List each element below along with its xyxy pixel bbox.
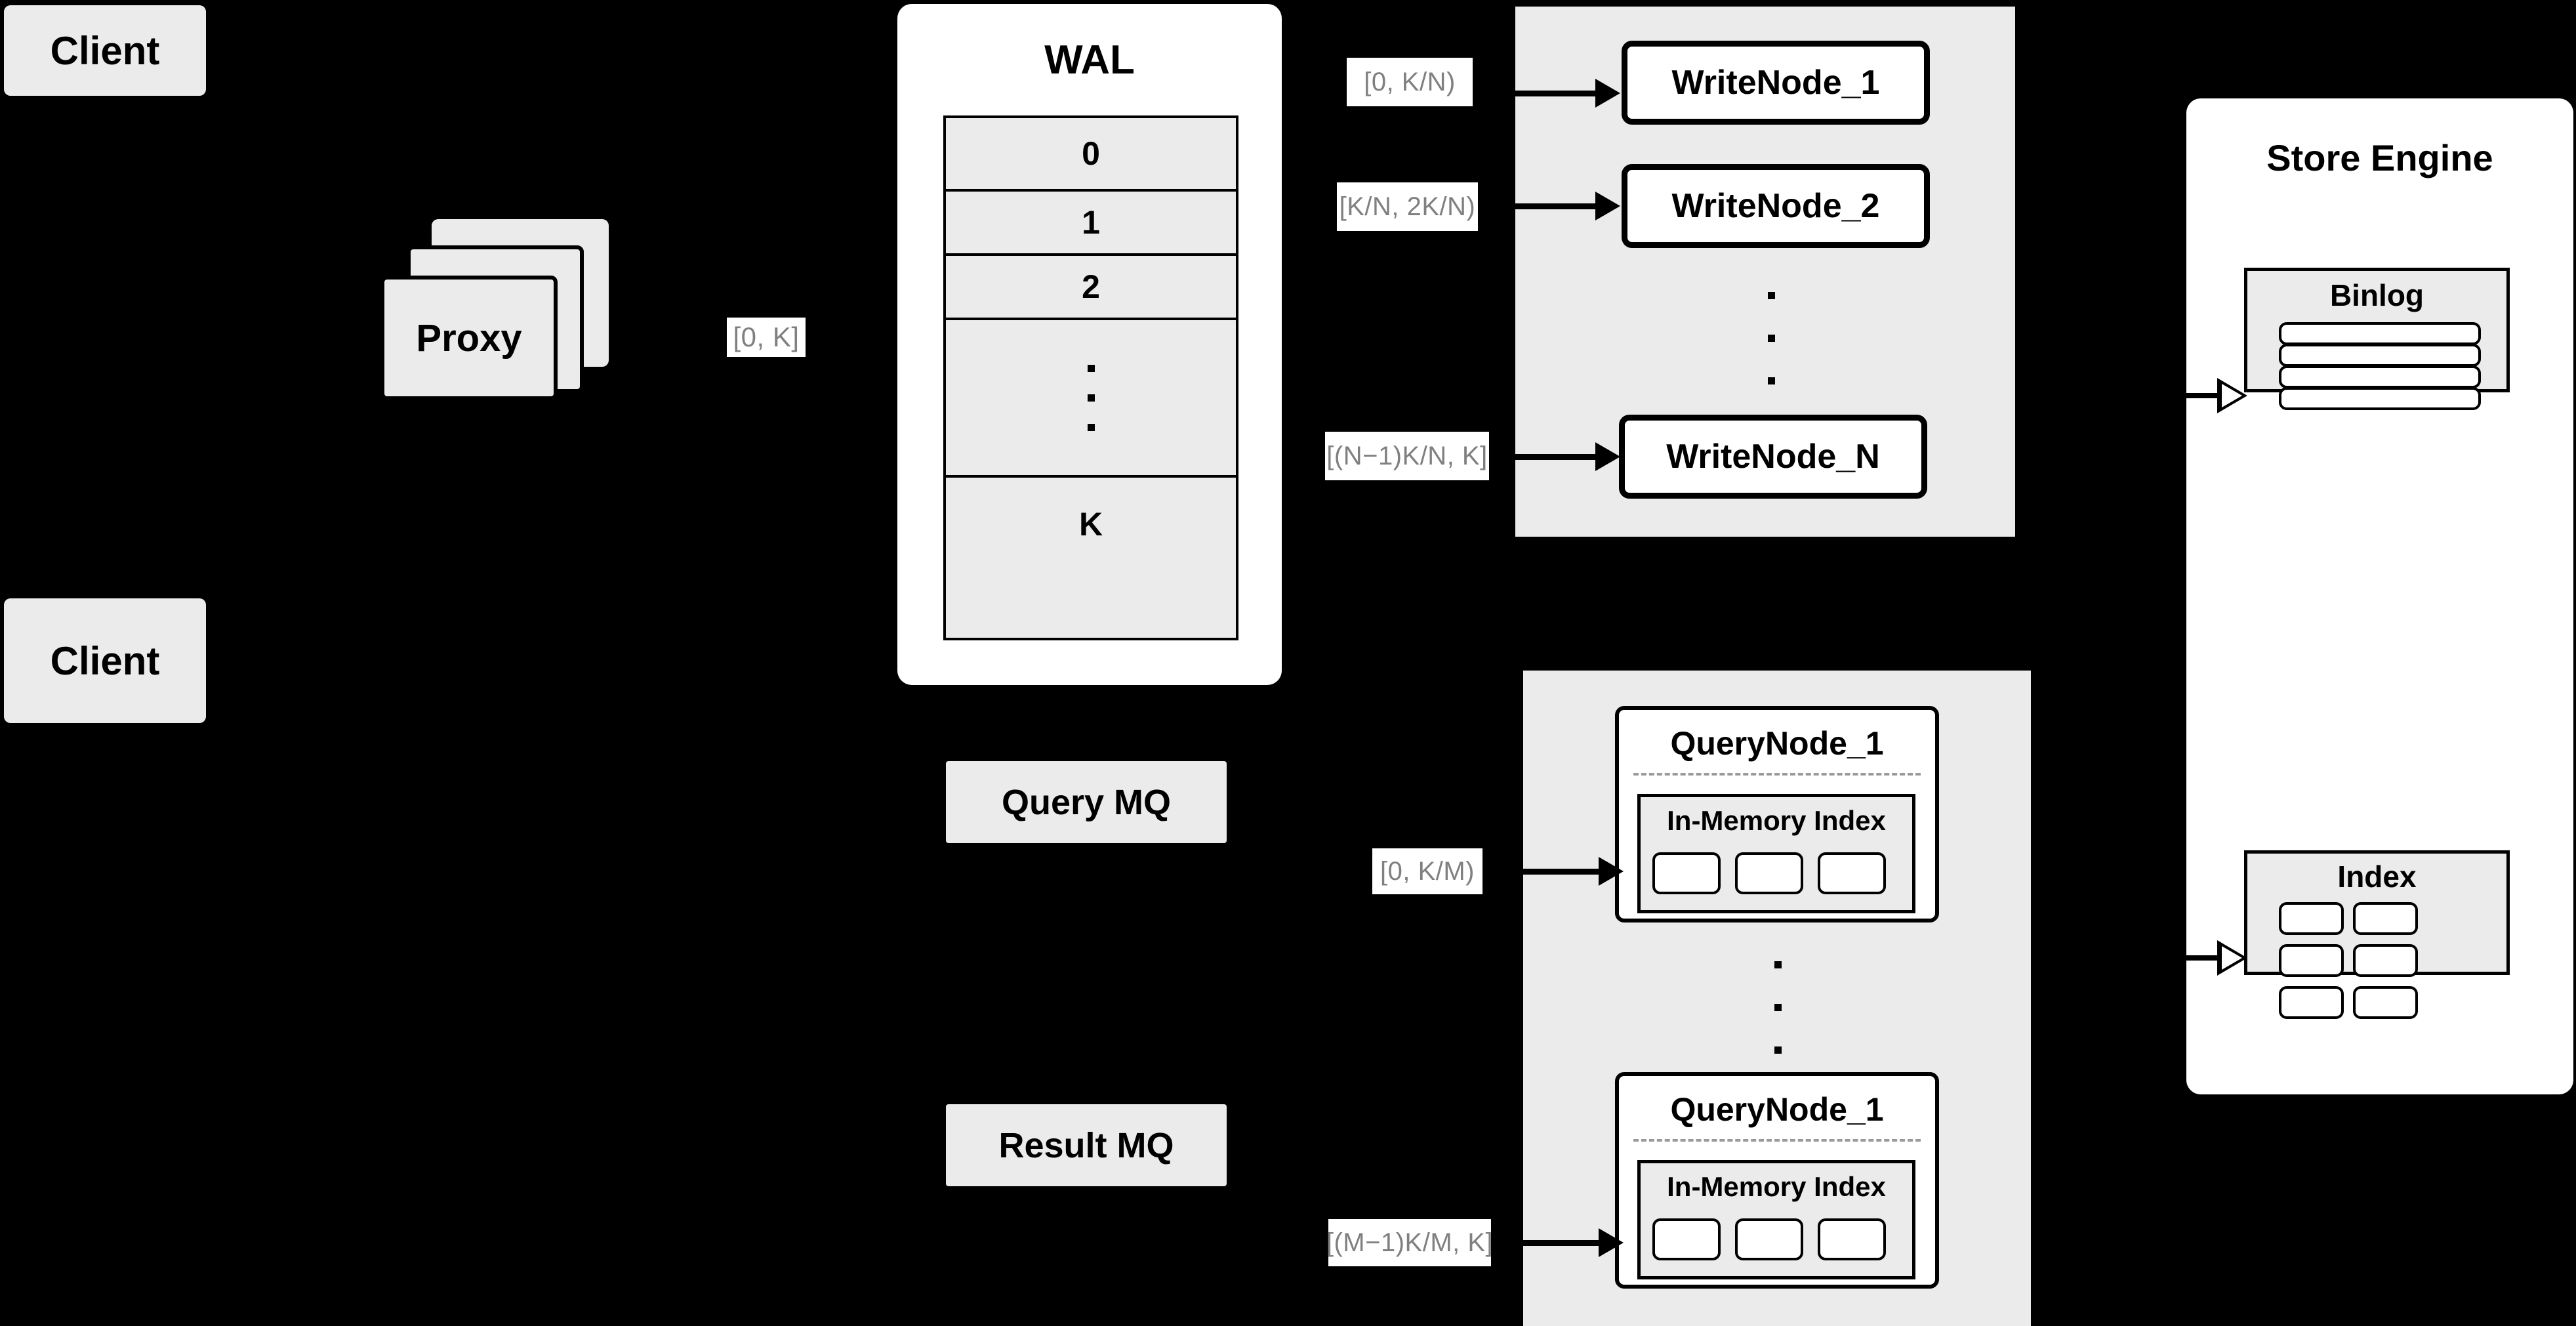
- write-node-2[interactable]: WriteNode_2: [1622, 164, 1930, 248]
- arrow-to-write-node-2: [1509, 192, 1624, 220]
- index-slot[interactable]: [1652, 1218, 1721, 1260]
- binlog-title: Binlog: [2329, 278, 2424, 312]
- query-node-title: QueryNode_1: [1670, 725, 1884, 762]
- index-cell[interactable]: [2279, 986, 2344, 1019]
- index-title: Index: [2337, 860, 2417, 894]
- binlog-row[interactable]: [2279, 365, 2481, 388]
- in-memory-index-title: In-Memory Index: [1667, 805, 1886, 836]
- range-text: [0, K/N): [1364, 67, 1456, 96]
- in-memory-index-title: In-Memory Index: [1667, 1171, 1886, 1202]
- write-node-label: WriteNode_1: [1671, 64, 1880, 102]
- index-slot[interactable]: [1652, 852, 1721, 894]
- wal-panel: WAL 0 1 2 K: [897, 4, 1282, 685]
- query-cluster-ellipsis-icon: [1771, 945, 1784, 1069]
- write-range-text: [0, K]: [733, 321, 800, 352]
- arrow-to-query-node-1: [1512, 857, 1627, 886]
- wal-title: WAL: [1044, 37, 1135, 83]
- wal-row-label: 2: [1082, 268, 1100, 305]
- range-text: [0, K/M): [1380, 856, 1475, 886]
- index-cell[interactable]: [2279, 902, 2344, 935]
- query-mq-box[interactable]: Query MQ: [946, 761, 1227, 843]
- arrow-to-query-node-2: [1512, 1228, 1627, 1257]
- client-box-2[interactable]: Client: [4, 598, 206, 723]
- query-node-2[interactable]: QueryNode_1 In-Memory Index: [1615, 1072, 1939, 1289]
- binlog-row[interactable]: [2279, 322, 2481, 345]
- index-cell[interactable]: [2279, 944, 2344, 977]
- query-node-divider: [1633, 1139, 1921, 1142]
- query-node-2-range: [(M−1)K/M, K]: [1326, 1219, 1494, 1266]
- write-node-2-range: [K/N, 2K/N): [1337, 182, 1478, 231]
- query-node-1-range: [0, K/M): [1372, 848, 1482, 894]
- index-slot[interactable]: [1818, 1218, 1886, 1260]
- write-node-label: WriteNode_N: [1666, 438, 1880, 476]
- proxy-connector-stub: [642, 338, 669, 343]
- query-node-divider: [1633, 773, 1921, 776]
- arrow-to-binlog: [2184, 377, 2270, 414]
- write-cluster-ellipsis-icon: [1765, 276, 1778, 400]
- store-engine-panel: Store Engine Binlog Index: [2186, 98, 2573, 1094]
- wal-row-0[interactable]: 0: [946, 118, 1236, 192]
- proxy-label: Proxy: [416, 316, 522, 360]
- wal-row-ellipsis: [946, 320, 1236, 478]
- proxy-stack[interactable]: Proxy: [380, 217, 669, 426]
- range-text: [(M−1)K/M, K]: [1326, 1228, 1494, 1257]
- in-memory-index-panel-2: In-Memory Index: [1637, 1160, 1915, 1279]
- client-box-1[interactable]: Client: [4, 5, 206, 96]
- index-cell[interactable]: [2353, 986, 2418, 1019]
- result-mq-label: Result MQ: [998, 1125, 1174, 1165]
- result-mq-box[interactable]: Result MQ: [946, 1104, 1227, 1186]
- range-text: [(N−1)K/N, K]: [1326, 441, 1488, 470]
- binlog-panel: Binlog: [2244, 268, 2510, 410]
- write-node-n-range: [(N−1)K/N, K]: [1325, 432, 1489, 480]
- write-range-label: [0, K]: [727, 318, 806, 357]
- arrow-to-write-node-n: [1509, 442, 1624, 471]
- wal-row-label: 0: [1082, 135, 1100, 172]
- query-mq-label: Query MQ: [1001, 782, 1172, 822]
- wal-row-label: K: [1078, 506, 1103, 543]
- proxy-card-front[interactable]: Proxy: [380, 276, 558, 400]
- index-cell[interactable]: [2353, 944, 2418, 977]
- query-node-title: QueryNode_1: [1670, 1091, 1884, 1128]
- vertical-ellipsis-icon: [1087, 364, 1095, 431]
- wal-row-k[interactable]: K: [946, 478, 1236, 571]
- arrow-to-index: [2184, 940, 2270, 976]
- query-node-1[interactable]: QueryNode_1 In-Memory Index: [1615, 706, 1939, 922]
- wal-row-label: 1: [1082, 204, 1100, 241]
- client-label: Client: [50, 638, 160, 683]
- write-node-label: WriteNode_2: [1671, 187, 1880, 225]
- binlog-row[interactable]: [2279, 387, 2481, 410]
- index-slot[interactable]: [1735, 852, 1803, 894]
- wal-row-1[interactable]: 1: [946, 192, 1236, 256]
- wal-row-2[interactable]: 2: [946, 256, 1236, 320]
- index-slot[interactable]: [1818, 852, 1886, 894]
- write-node-1[interactable]: WriteNode_1: [1622, 41, 1930, 125]
- store-engine-title: Store Engine: [2266, 137, 2493, 178]
- wal-table: 0 1 2 K: [943, 115, 1238, 640]
- index-cell[interactable]: [2353, 902, 2418, 935]
- binlog-row[interactable]: [2279, 344, 2481, 367]
- index-panel: Index: [2244, 850, 2510, 1019]
- index-slot[interactable]: [1735, 1218, 1803, 1260]
- range-text: [K/N, 2K/N): [1339, 192, 1476, 221]
- arrow-to-write-node-1: [1509, 79, 1624, 108]
- client-label: Client: [50, 28, 160, 73]
- write-node-n[interactable]: WriteNode_N: [1619, 415, 1927, 499]
- in-memory-index-panel-1: In-Memory Index: [1637, 794, 1915, 913]
- write-node-1-range: [0, K/N): [1347, 58, 1473, 106]
